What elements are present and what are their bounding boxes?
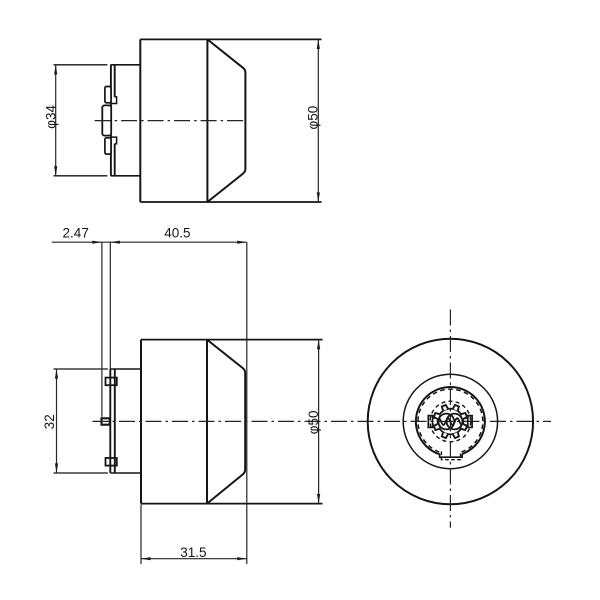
svg-text:32: 32 — [42, 414, 57, 429]
svg-text:φ34: φ34 — [43, 105, 58, 129]
svg-text:φ50: φ50 — [306, 106, 321, 130]
svg-text:40.5: 40.5 — [164, 226, 190, 241]
svg-text:2.47: 2.47 — [63, 226, 89, 241]
svg-text:φ50: φ50 — [306, 411, 321, 435]
svg-text:31.5: 31.5 — [180, 545, 206, 560]
